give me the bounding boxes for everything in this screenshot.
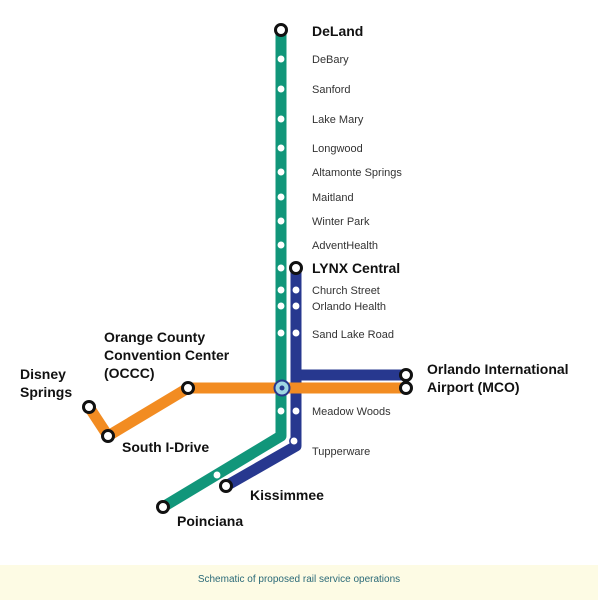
terminal-mco-blue (399, 368, 413, 382)
station-dot-tupperware (289, 436, 299, 446)
label-mco-line1: Orlando International (427, 361, 569, 377)
label-disney-line2: Springs (20, 384, 72, 400)
caption-bar: Schematic of proposed rail service opera… (0, 565, 598, 600)
orange-line (83, 382, 412, 442)
label-maitland: Maitland (312, 192, 354, 204)
station-dot-lynx-green (276, 263, 286, 273)
label-debary: DeBary (312, 54, 349, 66)
label-mco-line2: Airport (MCO) (427, 379, 520, 395)
label-occc-line2: Convention Center (104, 347, 230, 363)
terminal-occc (181, 381, 195, 395)
station-dot-church-blue (291, 285, 301, 295)
label-kissimmee: Kissimmee (250, 487, 324, 503)
station-dot-sanford (276, 84, 286, 94)
terminal-south-idrive (101, 429, 115, 443)
label-sanford: Sanford (312, 84, 351, 96)
label-disney-line1: Disney (20, 366, 66, 382)
station-dot-orlando-health-blue (291, 301, 301, 311)
terminal-kissimmee (219, 479, 233, 493)
station-dot-sand-lake-green (276, 328, 286, 338)
label-south-idrive: South I-Drive (122, 439, 209, 455)
station-dot-church-green (276, 285, 286, 295)
label-winter-park: Winter Park (312, 216, 370, 228)
terminal-poinciana (156, 500, 170, 514)
station-dot-lake-mary (276, 114, 286, 124)
label-tupperware: Tupperware (312, 446, 370, 458)
station-dot-winter-park (276, 216, 286, 226)
station-dot-sand-lake-blue (291, 328, 301, 338)
green-line (157, 24, 287, 513)
label-deland: DeLand (312, 23, 363, 39)
label-longwood: Longwood (312, 143, 363, 155)
label-occc-line3: (OCCC) (104, 365, 155, 381)
terminal-deland (274, 23, 288, 37)
hub-transfer-core (279, 385, 285, 391)
label-altamonte: Altamonte Springs (312, 167, 402, 179)
terminal-disney-springs (82, 400, 96, 414)
label-lake-mary: Lake Mary (312, 114, 364, 126)
station-dot-debary (276, 54, 286, 64)
label-occc-line1: Orange County (104, 329, 205, 345)
station-dot-longwood (276, 143, 286, 153)
map-caption: Schematic of proposed rail service opera… (197, 574, 401, 585)
station-dot-kissimmee-green (212, 470, 222, 480)
station-dot-meadow-woods-green (276, 406, 286, 416)
label-church-street: Church Street (312, 285, 380, 297)
terminal-mco-orange (399, 381, 413, 395)
station-dot-maitland (276, 192, 286, 202)
station-dot-orlando-health-green (276, 301, 286, 311)
station-dot-adventhealth (276, 240, 286, 250)
station-dot-meadow-woods-blue (291, 406, 301, 416)
terminal-lynx-central (289, 261, 303, 275)
label-lynx-central: LYNX Central (312, 260, 400, 276)
label-adventhealth: AdventHealth (312, 240, 378, 252)
label-orlando-health: Orlando Health (312, 301, 386, 313)
station-dot-altamonte (276, 167, 286, 177)
label-poinciana: Poinciana (177, 513, 243, 529)
label-meadow-woods: Meadow Woods (312, 406, 391, 418)
label-sand-lake: Sand Lake Road (312, 329, 394, 341)
